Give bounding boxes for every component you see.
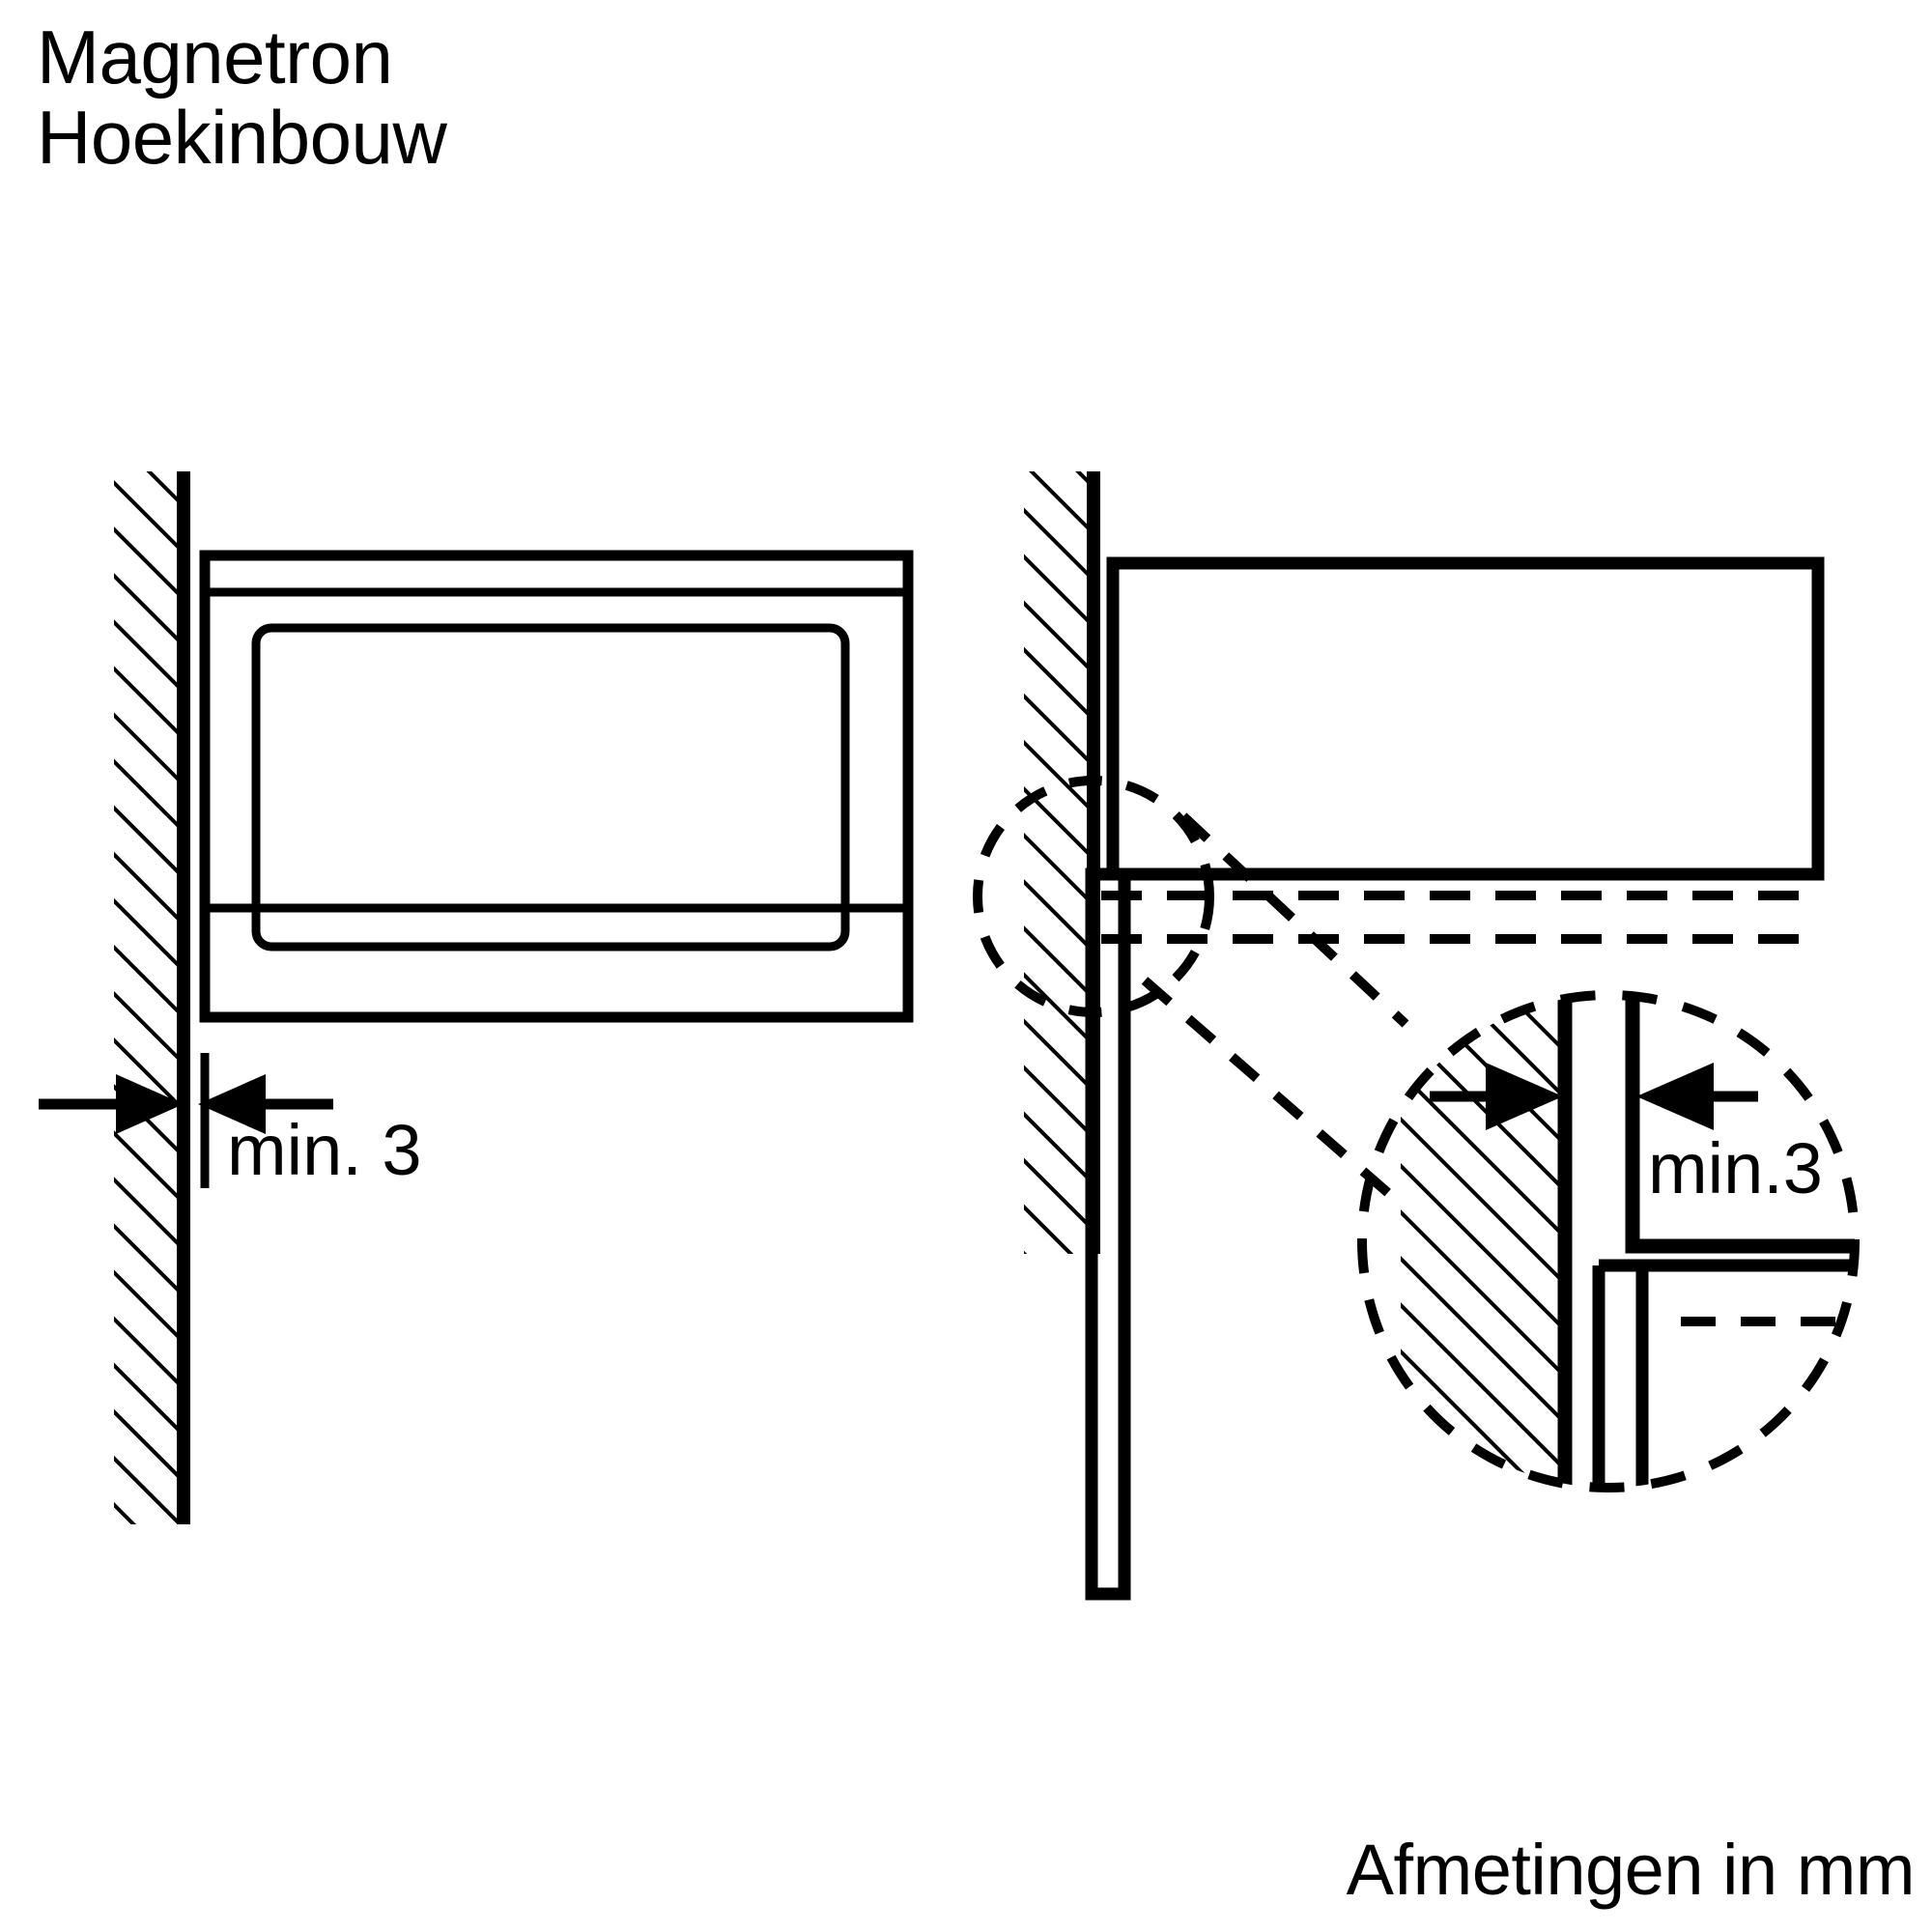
dimension-min3-left: min. 3 <box>39 1053 422 1190</box>
detail-hatched-wall <box>1401 995 1573 1488</box>
detail-callout-circle <box>973 776 1214 1017</box>
figure-top-view: min.3 <box>973 471 1860 1601</box>
door-panel-top <box>1085 867 1131 1601</box>
units-note: Afmetingen in mm <box>1346 1830 1916 1910</box>
title-line-2: Hoekinbouw <box>37 94 447 180</box>
hatched-wall-right <box>1024 471 1100 1254</box>
title-line-1: Magnetron <box>37 14 393 99</box>
page-title: Magnetron Hoekinbouw <box>37 14 447 180</box>
figure-front-view: min. 3 <box>39 471 914 1524</box>
dimension-label-right: min.3 <box>1648 1128 1823 1208</box>
detail-leader-lines <box>1141 812 1409 1204</box>
detail-appliance-edge <box>1592 995 1855 1488</box>
dimension-min3-right: min.3 <box>1430 1063 1823 1208</box>
hidden-outline-dashed <box>1101 891 1816 944</box>
microwave-door-window-front <box>251 623 850 952</box>
microwave-body-front <box>199 550 914 1023</box>
microwave-body-top <box>1106 556 1825 881</box>
detail-enlargement: min.3 <box>1357 990 1860 1492</box>
hatched-wall-left <box>114 471 190 1524</box>
dimension-label-left: min. 3 <box>227 1110 422 1190</box>
